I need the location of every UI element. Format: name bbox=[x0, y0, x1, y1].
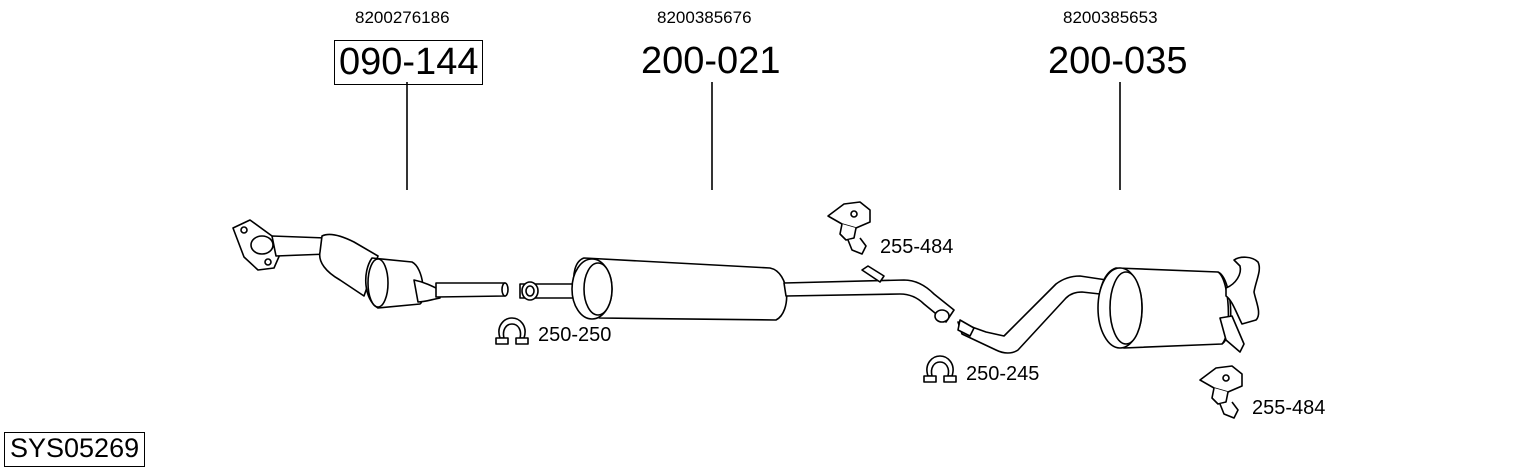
system-id-badge: SYS05269 bbox=[4, 432, 146, 467]
hanger-bracket-icon[interactable] bbox=[827, 201, 871, 255]
oem-number-3: 8200385653 bbox=[1063, 8, 1158, 27]
oem-number-1: 8200276186 bbox=[355, 8, 450, 27]
accessory-label-hanger-1[interactable]: 255-484 bbox=[880, 236, 954, 258]
accessory-label-hanger-2[interactable]: 255-484 bbox=[1252, 397, 1326, 419]
part-number-rear-silencer[interactable]: 200-035 bbox=[1048, 40, 1188, 82]
oem-number-2: 8200385676 bbox=[657, 8, 752, 27]
part-number-middle-silencer[interactable]: 200-021 bbox=[641, 40, 781, 82]
catalytic-converter-drawing[interactable] bbox=[232, 219, 509, 309]
accessory-label-clamp-2[interactable]: 250-245 bbox=[966, 363, 1040, 385]
accessory-label-clamp-1[interactable]: 250-250 bbox=[538, 324, 612, 346]
part-number-catalytic-converter[interactable]: 090-144 bbox=[334, 40, 484, 85]
clamp-icon[interactable] bbox=[923, 355, 957, 383]
clamp-icon[interactable] bbox=[495, 317, 529, 345]
hanger-bracket-icon[interactable] bbox=[1199, 365, 1243, 419]
rear-silencer-drawing[interactable] bbox=[957, 256, 1261, 354]
middle-silencer-drawing[interactable] bbox=[519, 257, 955, 323]
